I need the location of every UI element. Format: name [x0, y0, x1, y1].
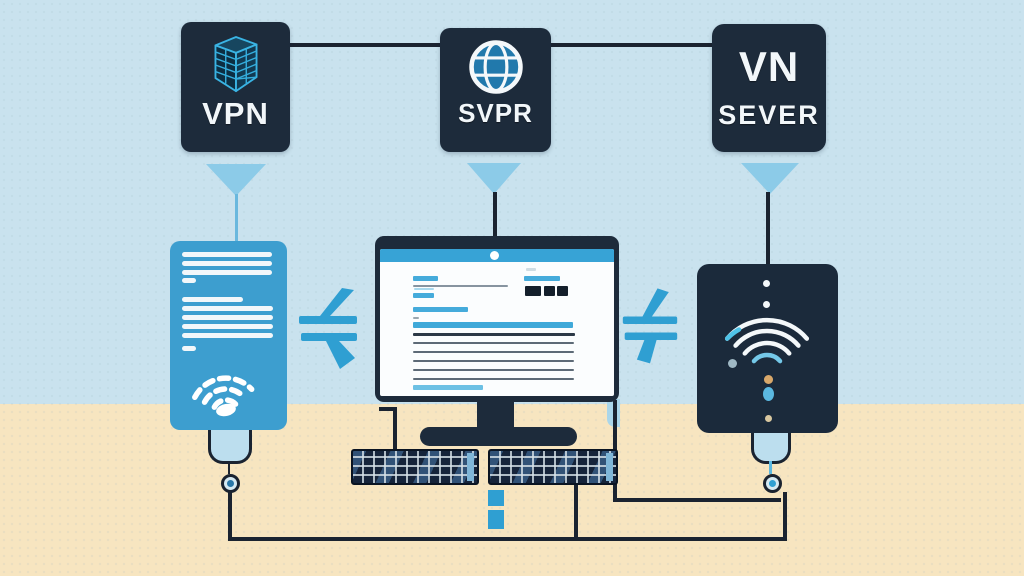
monitor-stand-base: [420, 427, 577, 446]
text-line-placeholder: [182, 324, 273, 329]
data-transfer-icon-right: [622, 288, 678, 364]
text-line-placeholder: [182, 278, 196, 283]
connector-line-top-right: [551, 43, 712, 47]
node-vn-sever: VN SEVER: [712, 24, 826, 152]
client-panel-left: [170, 241, 287, 430]
text-line-placeholder: [182, 306, 273, 311]
node-vpn-label: VPN: [202, 96, 269, 131]
keyboard-left: [351, 449, 479, 485]
browser-window: [380, 249, 614, 396]
screen-content-block: [525, 286, 541, 296]
screen-content-block: [544, 286, 555, 296]
node-svpr-label: SVPR: [458, 98, 533, 128]
screen-content-block: [526, 268, 536, 271]
blue-square-indicator-1: [488, 490, 504, 506]
text-line-placeholder: [182, 270, 272, 275]
text-line-placeholder: [182, 297, 243, 302]
node-svpr: SVPR: [440, 28, 551, 152]
wifi-icon: [192, 375, 255, 417]
globe-icon: [468, 40, 523, 94]
cable-connector-left: [208, 428, 252, 464]
stem-line-left: [235, 194, 238, 242]
screen-content-block: [413, 351, 574, 353]
plug-dot: [227, 480, 234, 487]
screen-content-block: [413, 317, 419, 319]
stem-line-middle: [493, 192, 497, 240]
text-line-placeholder: [182, 252, 272, 257]
screen-content-block: [413, 378, 574, 380]
screen-content-block: [413, 322, 573, 328]
text-line-placeholder: [182, 333, 273, 338]
circuit-wire-keyboard: [574, 481, 578, 537]
plug-ring-right: [763, 474, 782, 493]
plug-wire-right: [769, 461, 772, 474]
down-arrow-right: [741, 163, 799, 194]
status-dot: [763, 387, 774, 401]
data-transfer-icon-left: [299, 288, 357, 369]
status-dot: [728, 359, 737, 368]
screen-content-block: [413, 333, 575, 336]
text-placeholder-lines: [182, 252, 275, 351]
screen-content-block: [557, 286, 568, 296]
text-line-placeholder: [182, 346, 196, 351]
node-vpn: VPN: [181, 22, 290, 152]
screen-content-block: [413, 307, 468, 312]
circuit-wire-monitor-left: [379, 407, 397, 455]
server-tower-icon: [214, 36, 257, 93]
screen-content-block: [413, 385, 483, 390]
screen-content-block: [413, 285, 508, 287]
cable-connector-right: [751, 431, 791, 464]
status-dot: [763, 301, 770, 308]
keyboard-right: [488, 449, 618, 485]
toolbar-dot: [490, 251, 499, 260]
screen-content-block: [413, 276, 438, 281]
screen-content-block: [413, 342, 574, 344]
browser-toolbar: [380, 249, 614, 262]
plug-ring-left: [221, 474, 240, 493]
plug-dot: [769, 480, 776, 487]
status-dot: [763, 280, 770, 287]
screen-content-block: [413, 360, 574, 362]
connector-line-top-left: [290, 43, 440, 47]
monitor-stand-neck: [477, 399, 514, 428]
screen-content-block: [414, 288, 434, 290]
router-panel-right: [697, 264, 838, 433]
text-line-placeholder: [182, 261, 272, 266]
down-arrow-left: [206, 164, 266, 196]
node-vn-label-top: VN: [738, 43, 800, 90]
screen-content-block: [524, 276, 560, 281]
screen-content-block: [413, 369, 574, 371]
status-dot: [764, 375, 773, 384]
stem-line-right: [766, 192, 770, 266]
node-vn-label-bottom: SEVER: [718, 100, 820, 130]
wifi-icon: [724, 317, 810, 364]
text-line-placeholder: [182, 315, 273, 320]
status-dot: [765, 415, 772, 422]
computer-monitor: [375, 236, 619, 402]
screen-content-block: [413, 293, 434, 298]
plug-wire-left: [228, 461, 230, 474]
down-arrow-middle: [467, 163, 521, 194]
circuit-wire-bottom: [228, 492, 787, 541]
blue-square-indicator-2: [488, 510, 504, 529]
